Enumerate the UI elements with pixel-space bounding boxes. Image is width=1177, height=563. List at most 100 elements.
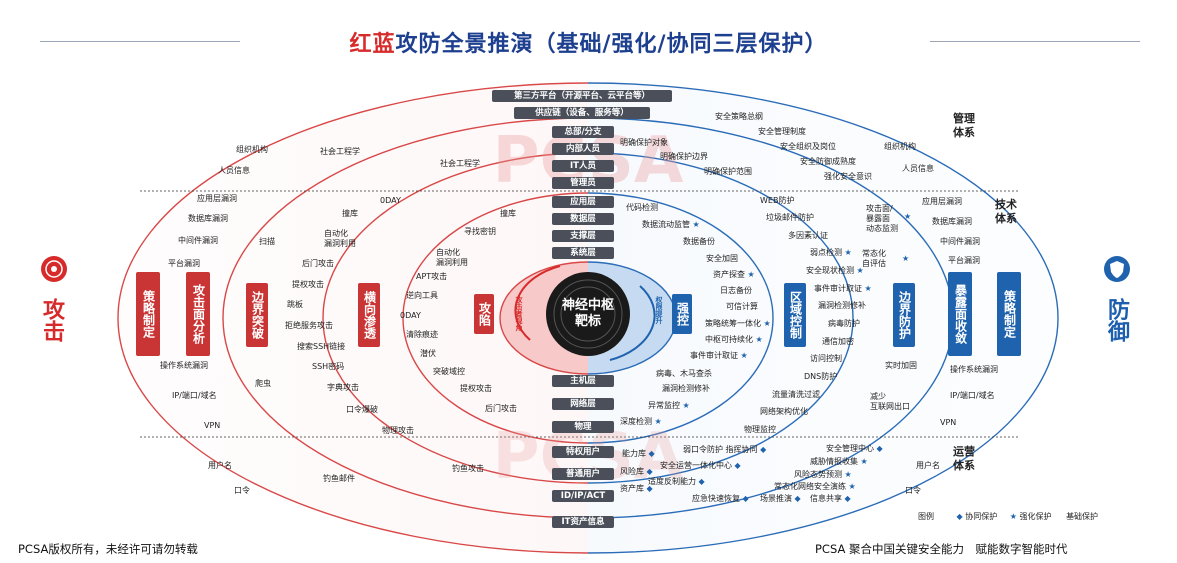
pill-physical: 物理	[552, 421, 614, 433]
blue-box-strong-control: 强控	[672, 294, 692, 334]
right-ops-label: 场景推演 ◆	[760, 494, 801, 503]
left-label: 提权攻击	[292, 280, 324, 289]
right-ops-label: 应急快速恢复 ◆	[692, 494, 749, 503]
right-tech-label: 异常监控 ★	[648, 401, 690, 410]
right-tech-label: 弱点检测 ★	[810, 248, 852, 257]
right-mgmt-label: 强化安全意识	[824, 172, 872, 181]
legend-item-coop: 协同保护	[965, 512, 998, 521]
right-tech-label: 常态化 自评估★	[862, 249, 910, 268]
left-label: 口令爆破	[346, 405, 378, 414]
section-ops: 运营 体系	[953, 445, 975, 472]
left-label: 应用层漏洞	[197, 194, 237, 203]
right-tech-label: IP/端口/域名	[950, 391, 995, 400]
right-tech-label: 漏洞检测修补	[818, 301, 866, 310]
right-mgmt-label: 明确保护范围	[704, 167, 752, 176]
left-label: APT攻击	[416, 272, 448, 281]
left-label: 中间件漏洞	[178, 236, 218, 245]
defend-label: 防御	[1104, 298, 1129, 342]
right-tech-label: 深度检测 ★	[620, 417, 662, 426]
right-mgmt-label: 安全防御成熟度	[800, 157, 856, 166]
left-label: 数据库漏洞	[188, 214, 228, 223]
core-line1: 神经中枢	[561, 298, 614, 313]
right-ops-label: 用户名	[916, 461, 940, 470]
right-ops-label: 能力库 ◆	[622, 449, 655, 458]
right-tech-label: 访问控制	[810, 354, 842, 363]
left-label: 平台漏洞	[168, 259, 200, 268]
left-label: 用户名	[208, 461, 232, 470]
pill-network-layer: 网络层	[552, 398, 614, 410]
title-rest: 攻防全景推演（基础/强化/协同三层保护）	[395, 32, 828, 57]
diamond-icon: ◆	[956, 512, 963, 521]
left-label: 0DAY	[380, 196, 401, 205]
right-tech-label: 通信加密	[822, 337, 854, 346]
right-ops-label: 安全管理中心 ◆	[826, 444, 883, 453]
footer-right: PCSA 聚合中国关键安全能力 赋能数字智能时代	[815, 542, 1068, 556]
left-label: 爬虫	[255, 379, 271, 388]
right-tech-label: WEB防护	[760, 196, 795, 205]
right-tech-label: DNS防护	[804, 372, 838, 381]
attack-label: 攻击	[39, 298, 64, 342]
red-box-strategy: 策略制定	[136, 272, 160, 356]
right-tech-label: 应用层漏洞	[922, 197, 962, 206]
right-tech-label: 数据备份	[683, 237, 715, 246]
red-box-attack-surface: 攻击面分析	[186, 272, 210, 356]
left-label: 提权攻击	[460, 384, 492, 393]
right-tech-label: 日志备份	[720, 286, 752, 295]
pill-data-layer: 数据层	[552, 213, 614, 225]
legend-item-strong: 强化保护	[1019, 512, 1052, 521]
right-ops-label: 威胁情报收集 ★	[810, 457, 868, 466]
right-tech-label: 平台漏洞	[948, 256, 980, 265]
pill-insider: 内部人员	[552, 143, 614, 155]
right-tech-label: 攻击面/ 暴露面 动态监测★	[866, 204, 912, 233]
right-tech-label: 多因素认证	[788, 231, 828, 240]
right-ops-label: 安全运营一体化中心 ◆	[660, 461, 741, 470]
left-label: 撞库	[342, 209, 358, 218]
left-label: 物理攻击	[382, 426, 414, 435]
left-label: 字典攻击	[327, 383, 359, 392]
red-box-boundary-breach: 边界突破	[246, 283, 268, 347]
page-title: 红蓝攻防全景推演（基础/强化/协同三层保护）	[0, 26, 1177, 58]
left-label: 操作系统漏洞	[160, 361, 208, 370]
core-label: 神经中枢 靶标	[548, 298, 628, 330]
right-ops-label: 适度反制能力 ◆	[648, 477, 705, 486]
right-mgmt-label: 安全策略总纲	[715, 112, 763, 121]
right-tech-label: 数据流动监管 ★	[642, 220, 700, 229]
star-icon: ★	[1009, 512, 1017, 521]
right-tech-label: 事件审计取证 ★	[690, 351, 748, 360]
pill-privileged-user: 特权用户	[552, 446, 614, 458]
right-tech-label: 减少 互联网出口	[870, 392, 910, 411]
blue-box-boundary-protect: 边界防护	[893, 283, 915, 347]
section-tech: 技术 体系	[995, 198, 1017, 225]
core-circle	[546, 272, 630, 356]
left-label: 跳板	[287, 300, 303, 309]
title-rule-left	[40, 41, 240, 42]
right-tech-label: 安全加固	[706, 254, 738, 263]
right-tech-label: 实时加固	[885, 361, 917, 370]
pill-system-layer: 系统层	[552, 247, 614, 259]
left-label: VPN	[204, 421, 221, 430]
left-label: 人员信息	[218, 166, 250, 175]
left-label: 口令	[234, 486, 250, 495]
core-ring-left: 攻击者视角	[515, 296, 523, 331]
right-tech-label: VPN	[940, 418, 957, 427]
right-tech-label: 操作系统漏洞	[950, 365, 998, 374]
right-mgmt-label: 安全管理制度	[758, 127, 806, 136]
section-mgmt: 管理 体系	[953, 112, 975, 139]
left-label: 后门攻击	[485, 404, 517, 413]
left-label: 自动化 漏洞利用	[324, 229, 356, 248]
legend-item-basic: 基础保护	[1066, 512, 1099, 521]
red-box-lateral: 横向渗透	[358, 283, 380, 347]
left-label: 扫描	[259, 237, 275, 246]
right-tech-label: 中间件漏洞	[940, 237, 980, 246]
arrow-blue	[609, 285, 656, 361]
blue-box-strategy: 策略制定	[997, 272, 1021, 356]
left-label: 组织机构	[236, 145, 268, 154]
right-mgmt-label: 安全组织及岗位	[780, 142, 836, 151]
pill-hq: 总部/分支	[552, 126, 614, 138]
right-ops-label: 信息共享 ◆	[810, 494, 851, 503]
left-label: IP/端口/域名	[172, 391, 217, 400]
core-line2: 靶标	[574, 314, 601, 329]
right-tech-label: 资产探查 ★	[713, 270, 755, 279]
pill-normal-user: 普通用户	[552, 468, 614, 480]
left-label: 社会工程学	[440, 159, 480, 168]
